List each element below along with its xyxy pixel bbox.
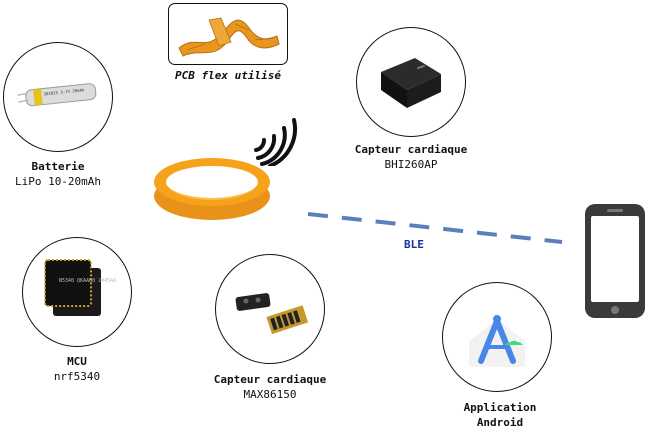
ble-label: BLE bbox=[404, 238, 424, 251]
max-sensor-title: Capteur cardiaque bbox=[213, 373, 327, 386]
wireless-signal-icon bbox=[254, 118, 297, 166]
max-sensor-caption: Capteur cardiaque MAX86150 bbox=[198, 372, 342, 402]
flex-pcb-image bbox=[178, 17, 280, 57]
pcb-flex-label: PCB flex utilisé bbox=[175, 69, 281, 82]
android-studio-icon bbox=[469, 315, 525, 367]
chip-image bbox=[235, 293, 309, 335]
mcu-subtitle: nrf5340 bbox=[53, 370, 101, 383]
pcb-flex-image-box bbox=[168, 3, 288, 65]
battery-title: Batterie bbox=[31, 160, 85, 173]
bhi-sensor-caption: Capteur cardiaque BHI260AP bbox=[340, 142, 482, 172]
android-app-title-line2: Android bbox=[476, 416, 524, 429]
max-sensor-circle bbox=[215, 254, 325, 364]
max-sensor-subtitle: MAX86150 bbox=[243, 388, 297, 401]
android-app-caption: Application Android bbox=[430, 400, 570, 430]
mcu-title: MCU bbox=[67, 355, 87, 368]
bhi-sensor-title: Capteur cardiaque bbox=[354, 143, 468, 156]
battery-caption: Batterie LiPo 10-20mAh bbox=[0, 159, 116, 189]
bhi-sensor-circle bbox=[356, 27, 466, 137]
battery-circle: 302025 3.7V 20mAh bbox=[3, 42, 113, 152]
mcu-chip-print: N5340 QKAAD0 2045AA bbox=[59, 278, 116, 284]
android-app-title-line1: Application bbox=[463, 401, 537, 414]
battery-cell-print: 302025 3.7V 20mAh bbox=[43, 87, 85, 96]
smartphone-icon bbox=[585, 204, 645, 318]
chip-image: N5340 QKAAD0 2045AA bbox=[44, 259, 116, 316]
mcu-circle: N5340 QKAAD0 2045AA bbox=[22, 237, 132, 347]
ring-icon bbox=[154, 158, 270, 220]
bhi-sensor-subtitle: BHI260AP bbox=[384, 158, 438, 171]
mcu-caption: MCU nrf5340 bbox=[18, 354, 136, 384]
battery-image: 302025 3.7V 20mAh bbox=[17, 83, 97, 107]
chip-image bbox=[381, 58, 441, 108]
battery-subtitle: LiPo 10-20mAh bbox=[14, 175, 102, 188]
android-app-circle bbox=[442, 282, 552, 392]
ble-link-line bbox=[307, 212, 563, 244]
